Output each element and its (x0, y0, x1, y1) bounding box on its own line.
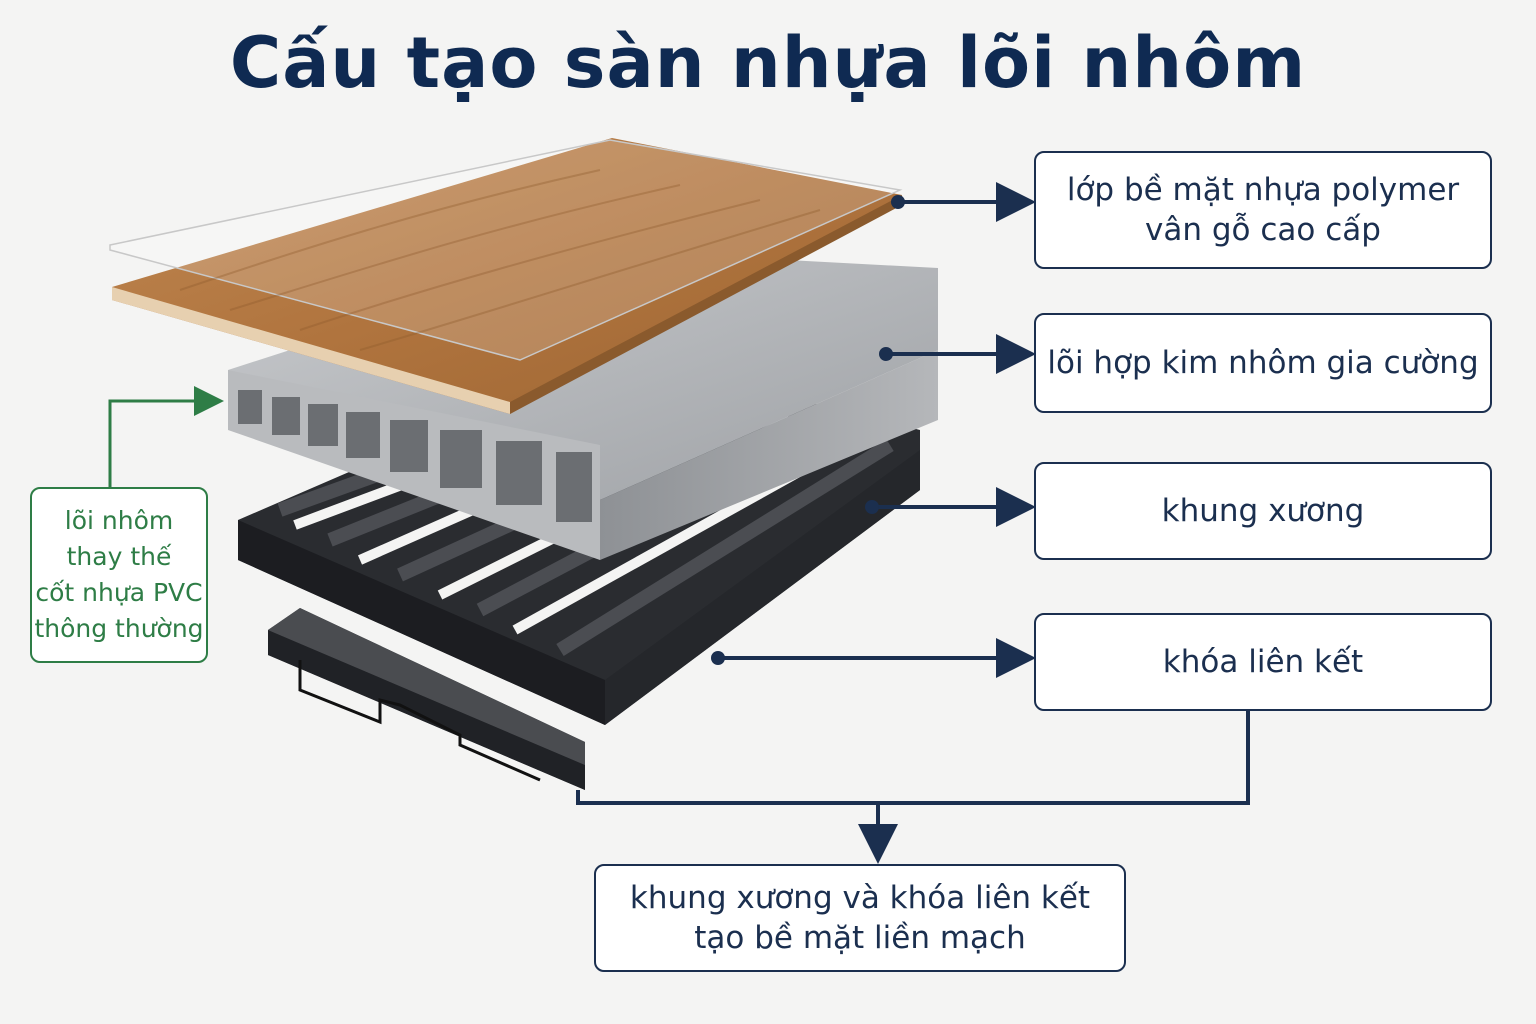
label-frame-layer: khung xương (1034, 462, 1492, 560)
label-surface-line-1: lớp bề mặt nhựa polymer (1066, 172, 1460, 208)
side-note-connector (108, 386, 224, 488)
side-note: lõi nhôm thay thế cốt nhựa PVC thông thư… (30, 487, 208, 663)
label-combined-line-1: khung xương và khóa liên kết (629, 880, 1091, 916)
label-core-layer: lõi hợp kim nhôm gia cường (1034, 313, 1492, 413)
label-combined: khung xương và khóa liên kết tạo bề mặt … (594, 864, 1126, 972)
side-note-line-4: thông thường (34, 614, 204, 643)
lock-strip (268, 608, 585, 790)
label-core-line-1: lõi hợp kim nhôm gia cường (1047, 345, 1479, 381)
connector-dots (711, 195, 905, 665)
connector-lines (576, 182, 1250, 864)
side-note-line-1: lõi nhôm (64, 506, 174, 535)
label-lock-line-1: khóa liên kết (1162, 644, 1364, 680)
side-note-line-2: thay thế (66, 542, 172, 571)
diagram-title: Cấu tạo sàn nhựa lõi nhôm (229, 22, 1307, 104)
side-note-line-3: cốt nhựa PVC (35, 578, 203, 607)
wood-surface (109, 138, 903, 414)
label-surface-line-2: vân gỗ cao cấp (1145, 212, 1381, 248)
label-combined-line-2: tạo bề mặt liền mạch (694, 920, 1026, 956)
label-surface-layer: lớp bề mặt nhựa polymer vân gỗ cao cấp (1034, 151, 1492, 269)
label-frame-line-1: khung xương (1161, 493, 1365, 529)
label-lock-layer: khóa liên kết (1034, 613, 1492, 711)
